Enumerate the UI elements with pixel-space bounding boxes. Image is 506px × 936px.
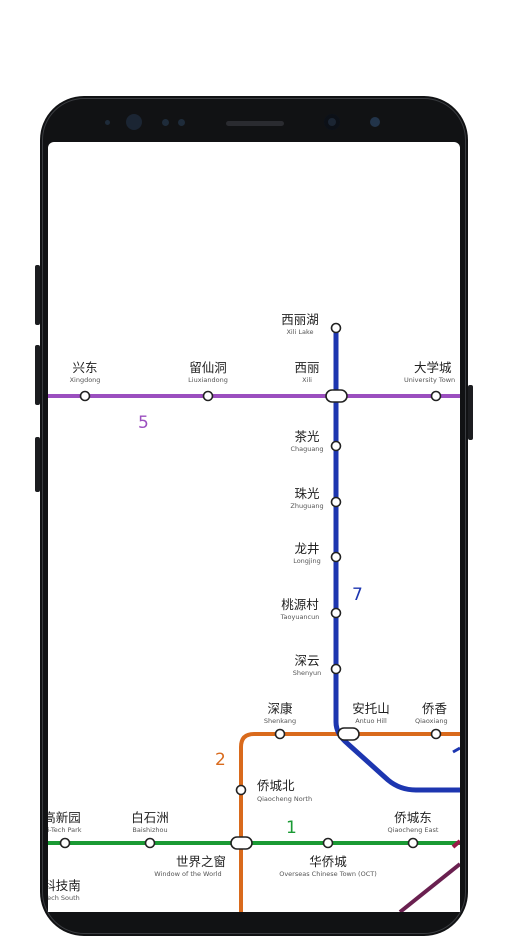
station-antuo-hill-label-en: Antuo Hill	[355, 717, 387, 725]
station-hi-tech-park-marker[interactable]	[59, 837, 71, 849]
line-11-track	[398, 862, 460, 912]
station-chaguang-label[interactable]: 茶光	[294, 429, 319, 444]
station-shenyun-label[interactable]: 深云	[294, 653, 319, 668]
station-longjing-label[interactable]: 龙井	[294, 541, 319, 556]
station-liuxiandong-label-en: Liuxiandong	[188, 376, 228, 384]
station-tech-south-label-en: Tech South	[48, 894, 80, 902]
station-oct-label-en: Overseas Chinese Town (OCT)	[279, 870, 377, 878]
station-university-town-marker[interactable]	[430, 390, 442, 402]
station-xili-lake-marker[interactable]	[330, 322, 342, 334]
station-qiaocheng-north-marker[interactable]	[235, 784, 247, 796]
station-antuo-hill-transfer-marker[interactable]	[337, 727, 360, 741]
station-shenyun-marker[interactable]	[330, 663, 342, 675]
power-button	[468, 385, 473, 440]
station-qiaocheng-north-label-en: Qiaocheng North	[257, 795, 312, 803]
station-zhuguang-label-en: Zhuguang	[290, 502, 323, 510]
station-university-town-label-en: University Town	[404, 376, 455, 384]
station-oct-marker[interactable]	[322, 837, 334, 849]
station-university-town-label[interactable]: 大学城	[414, 360, 452, 375]
station-window-of-the-world-label[interactable]: 世界之窗	[176, 854, 226, 869]
front-camera-icon	[324, 114, 340, 130]
station-chaguang-marker[interactable]	[330, 440, 342, 452]
station-xili-label[interactable]: 西丽	[294, 360, 319, 375]
station-qiaocheng-east-label[interactable]: 侨城东	[394, 810, 432, 825]
station-antuo-hill-label[interactable]: 安托山	[352, 701, 390, 716]
station-liuxiandong-label[interactable]: 留仙洞	[189, 360, 227, 375]
line-5-label: 5	[138, 413, 149, 433]
bixby-button	[35, 437, 40, 492]
metro-map-screen[interactable]: 5 7 2 1 西丽湖 Xili Lake	[48, 142, 460, 912]
station-taoyuancun-marker[interactable]	[330, 607, 342, 619]
station-window-of-the-world-transfer-marker[interactable]	[230, 836, 253, 850]
station-xili-transfer-marker[interactable]	[325, 389, 348, 403]
station-shenkang-marker[interactable]	[274, 728, 286, 740]
line-2-label: 2	[215, 750, 226, 770]
station-zhuguang-marker[interactable]	[330, 496, 342, 508]
station-tech-south-label[interactable]: 科技南	[48, 878, 81, 893]
station-baishizhou-label[interactable]: 白石洲	[131, 810, 169, 825]
station-qiaoxiang-label[interactable]: 侨香	[422, 701, 448, 716]
station-xingdong-label-en: Xingdong	[70, 376, 101, 384]
station-shenkang-label-en: Shenkang	[264, 717, 296, 725]
line-7-branch	[452, 746, 460, 754]
station-chaguang-label-en: Chaguang	[290, 445, 323, 453]
line-1-label: 1	[286, 818, 297, 838]
station-taoyuancun-label-en: Taoyuancun	[280, 613, 320, 621]
station-qiaoxiang-marker[interactable]	[430, 728, 442, 740]
station-baishizhou-marker[interactable]	[144, 837, 156, 849]
station-qiaocheng-east-label-en: Qiaocheng East	[388, 826, 439, 834]
station-shenkang-label[interactable]: 深康	[267, 701, 293, 716]
station-hi-tech-park-label-en: Hi-Tech Park	[48, 826, 82, 834]
station-xingdong-marker[interactable]	[79, 390, 91, 402]
light-sensor-icon	[162, 119, 169, 126]
station-xili-label-en: Xili	[302, 376, 312, 384]
station-qiaocheng-north-label[interactable]: 侨城北	[257, 778, 295, 793]
station-shenyun-label-en: Shenyun	[293, 669, 321, 677]
station-xingdong-label[interactable]: 兴东	[72, 360, 97, 375]
station-qiaocheng-east-marker[interactable]	[407, 837, 419, 849]
line-7-track	[333, 328, 460, 793]
station-zhuguang-label[interactable]: 珠光	[294, 486, 319, 501]
earpiece-speaker	[226, 121, 284, 126]
station-longjing-label-en: Longjing	[293, 557, 321, 565]
station-hi-tech-park-label[interactable]: 高新园	[48, 810, 81, 825]
station-xili-lake-label-en: Xili Lake	[286, 328, 313, 336]
station-baishizhou-label-en: Baishizhou	[132, 826, 167, 834]
station-xili-lake-label[interactable]: 西丽湖	[281, 312, 319, 327]
line-9-track	[451, 839, 460, 849]
station-oct-label[interactable]: 华侨城	[309, 854, 347, 869]
metro-map[interactable]: 5 7 2 1 西丽湖 Xili Lake	[48, 142, 460, 912]
line-2-track	[239, 732, 460, 912]
line-7-label: 7	[352, 585, 363, 605]
station-window-of-the-world-label-en: Window of the World	[154, 870, 221, 878]
proximity-sensor-icon	[105, 120, 110, 125]
volume-down-button	[35, 345, 40, 405]
iris-scanner-icon	[126, 114, 142, 130]
front-sensor-icon	[370, 117, 380, 127]
station-longjing-marker[interactable]	[330, 551, 342, 563]
station-liuxiandong-marker[interactable]	[202, 390, 214, 402]
station-taoyuancun-label[interactable]: 桃源村	[281, 597, 319, 612]
station-qiaoxiang-label-en: Qiaoxiang	[415, 717, 448, 725]
volume-button	[35, 265, 40, 325]
light-sensor-icon-2	[178, 119, 185, 126]
